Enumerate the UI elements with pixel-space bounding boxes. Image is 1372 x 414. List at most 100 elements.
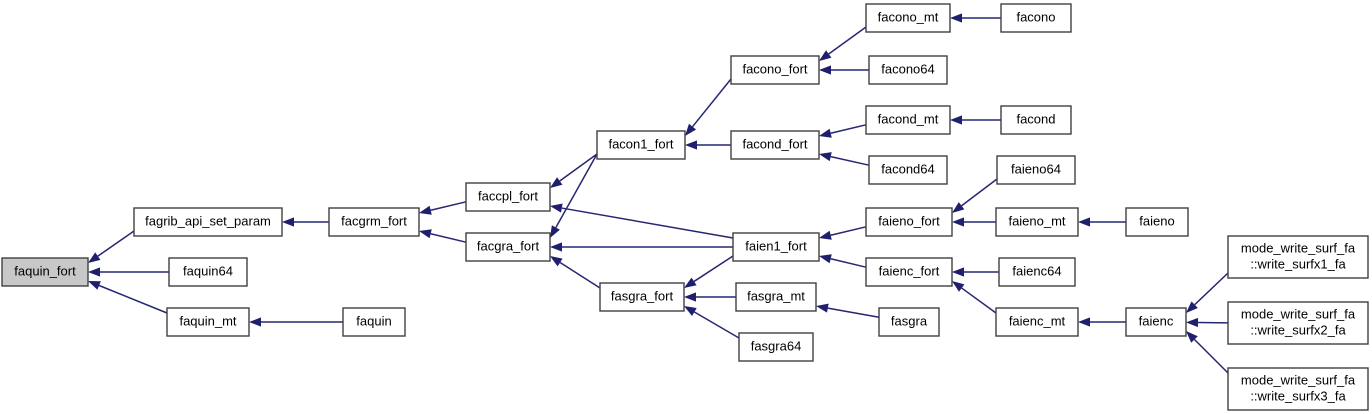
- node-box-facono_fort[interactable]: [730, 55, 820, 85]
- node-box-facond_fort[interactable]: [730, 130, 820, 160]
- graph-node-faieno_mt[interactable]: faieno_mt: [995, 207, 1079, 237]
- graph-node-facond_mt[interactable]: facond_mt: [865, 105, 951, 135]
- node-box-write_surfx3[interactable]: [1227, 367, 1369, 411]
- node-box-facono64[interactable]: [868, 55, 948, 85]
- node-box-fasgra[interactable]: [878, 307, 940, 337]
- graph-node-facond_fort[interactable]: facond_fort: [730, 130, 820, 160]
- graph-node-write_surfx2[interactable]: mode_write_surf_fa::write_surfx2_fa: [1227, 301, 1369, 345]
- node-box-faienc_mt[interactable]: [995, 307, 1079, 337]
- call-edge-arrowhead: [684, 292, 696, 302]
- graph-node-facond[interactable]: facond: [1000, 105, 1072, 135]
- call-edge-arrowhead: [685, 123, 697, 136]
- graph-node-facond64[interactable]: facond64: [868, 155, 948, 185]
- node-box-faieno64[interactable]: [996, 155, 1076, 185]
- node-box-faieno_fort[interactable]: [865, 207, 953, 237]
- graph-node-faquin_fort[interactable]: faquin_fort: [1, 257, 89, 287]
- node-box-facond64[interactable]: [868, 155, 948, 185]
- graph-node-faccpl_fort[interactable]: faccpl_fort: [465, 182, 551, 212]
- call-edge-arrowhead: [1186, 301, 1198, 313]
- node-label-fasgra64: fasgra64: [751, 338, 802, 353]
- node-box-faieno[interactable]: [1125, 207, 1189, 237]
- call-edge-arrowhead: [819, 230, 832, 240]
- node-box-faienc_fort[interactable]: [865, 257, 953, 287]
- node-label-write_surfx1: ::write_surfx1_fa: [1250, 256, 1346, 271]
- graph-node-faien1_fort[interactable]: faien1_fort: [732, 232, 820, 262]
- node-label-faquin_fort: faquin_fort: [14, 263, 76, 278]
- node-label-facon1_fort: facon1_fort: [608, 136, 673, 151]
- node-label-facond: facond: [1016, 111, 1055, 126]
- call-edge-arrowhead: [88, 267, 100, 277]
- graph-node-faieno[interactable]: faieno: [1125, 207, 1189, 237]
- node-label-faienc_fort: faienc_fort: [879, 263, 940, 278]
- node-box-faienc[interactable]: [1125, 307, 1187, 337]
- node-box-write_surfx2[interactable]: [1227, 301, 1369, 345]
- graph-node-write_surfx3[interactable]: mode_write_surf_fa::write_surfx3_fa: [1227, 367, 1369, 411]
- node-box-faquin64[interactable]: [168, 257, 248, 287]
- call-edge-arrowhead: [684, 306, 697, 317]
- call-edge-line: [430, 233, 467, 243]
- node-label-write_surfx3: mode_write_surf_fa: [1241, 372, 1356, 387]
- node-box-write_surfx1[interactable]: [1227, 235, 1369, 279]
- call-edge-arrowhead: [550, 256, 563, 267]
- graph-node-facon1_fort[interactable]: facon1_fort: [596, 130, 686, 160]
- graph-node-faieno_fort[interactable]: faieno_fort: [865, 207, 953, 237]
- graph-node-facono_mt[interactable]: facono_mt: [865, 3, 951, 33]
- graph-node-fasgra_mt[interactable]: fasgra_mt: [735, 282, 817, 312]
- call-edge-line: [830, 124, 867, 134]
- graph-node-faquin[interactable]: faquin: [342, 307, 406, 337]
- node-box-facond_mt[interactable]: [865, 105, 951, 135]
- node-box-facgra_fort[interactable]: [465, 232, 551, 262]
- call-edge-line: [559, 153, 598, 182]
- call-edge-arrowhead: [950, 13, 962, 23]
- node-box-faien1_fort[interactable]: [732, 232, 820, 262]
- call-edge-arrowhead: [550, 177, 563, 188]
- call-edge-line: [97, 230, 135, 257]
- graph-node-faienc_fort[interactable]: faienc_fort: [865, 257, 953, 287]
- call-edge-line: [691, 78, 732, 128]
- graph-node-fasgra64[interactable]: fasgra64: [738, 332, 814, 362]
- graph-node-fasgra[interactable]: fasgra: [878, 307, 940, 337]
- node-box-faienc64[interactable]: [998, 257, 1076, 287]
- node-label-faccpl_fort: faccpl_fort: [478, 188, 538, 203]
- node-box-fasgra64[interactable]: [738, 332, 814, 362]
- graph-node-faquin_mt[interactable]: faquin_mt: [166, 307, 250, 337]
- node-box-faquin[interactable]: [342, 307, 406, 337]
- node-box-fasgra_fort[interactable]: [599, 282, 685, 312]
- node-label-faieno_mt: faieno_mt: [1008, 213, 1065, 228]
- graph-node-facgrm_fort[interactable]: facgrm_fort: [328, 207, 420, 237]
- graph-node-fasgra_fort[interactable]: fasgra_fort: [599, 282, 685, 312]
- call-edge-arrowhead: [819, 254, 832, 264]
- graph-node-faienc[interactable]: faienc: [1125, 307, 1187, 337]
- node-box-fasgra_mt[interactable]: [735, 282, 817, 312]
- graph-node-faienc64[interactable]: faienc64: [998, 257, 1076, 287]
- node-label-fasgra_mt: fasgra_mt: [747, 288, 805, 303]
- node-label-faieno64: faieno64: [1011, 161, 1061, 176]
- call-edge-line: [1194, 272, 1229, 306]
- node-box-faquin_mt[interactable]: [166, 307, 250, 337]
- graph-node-fagrib_api_set_param[interactable]: fagrib_api_set_param: [133, 207, 283, 237]
- node-box-faquin_fort[interactable]: [1, 257, 89, 287]
- graph-node-facono64[interactable]: facono64: [868, 55, 948, 85]
- node-box-facond[interactable]: [1000, 105, 1072, 135]
- graph-node-faquin64[interactable]: faquin64: [168, 257, 248, 287]
- node-box-facgrm_fort[interactable]: [328, 207, 420, 237]
- graph-node-facono_fort[interactable]: facono_fort: [730, 55, 820, 85]
- graph-node-faieno64[interactable]: faieno64: [996, 155, 1076, 185]
- node-box-facon1_fort[interactable]: [596, 130, 686, 160]
- call-edge-arrowhead: [88, 281, 101, 290]
- graph-node-write_surfx1[interactable]: mode_write_surf_fa::write_surfx1_fa: [1227, 235, 1369, 279]
- node-label-facgrm_fort: facgrm_fort: [341, 213, 407, 228]
- node-box-faccpl_fort[interactable]: [465, 182, 551, 212]
- node-box-fagrib_api_set_param[interactable]: [133, 207, 283, 237]
- graph-node-facgra_fort[interactable]: facgra_fort: [465, 232, 551, 262]
- node-box-faieno_mt[interactable]: [995, 207, 1079, 237]
- call-edge-arrowhead: [88, 252, 101, 263]
- call-edge-line: [827, 307, 880, 318]
- graph-node-facono[interactable]: facono: [1000, 3, 1072, 33]
- graph-node-faienc_mt[interactable]: faienc_mt: [995, 307, 1079, 337]
- node-box-facono[interactable]: [1000, 3, 1072, 33]
- call-edge-arrowhead: [1186, 317, 1199, 328]
- node-label-faienc_mt: faienc_mt: [1009, 313, 1066, 328]
- call-edge-arrowhead: [684, 277, 697, 288]
- node-box-facono_mt[interactable]: [865, 3, 951, 33]
